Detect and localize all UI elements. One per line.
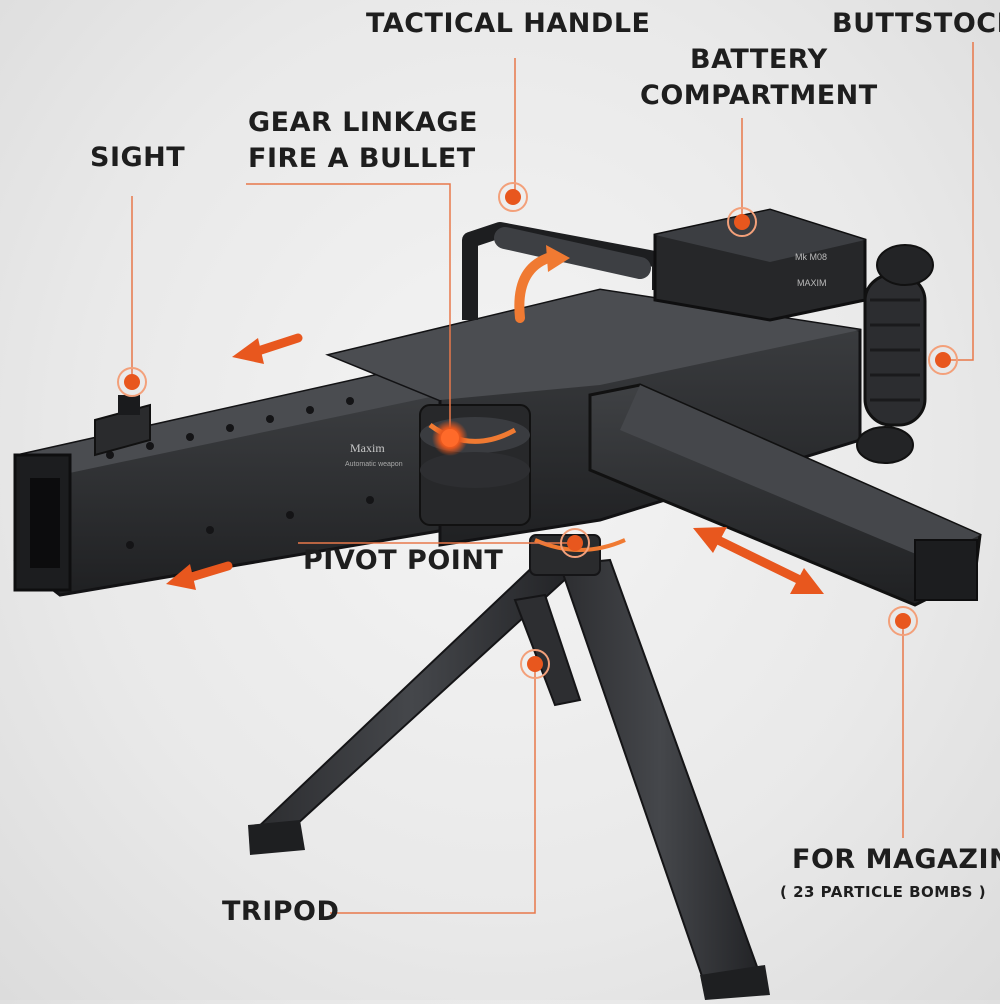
brand-text: Maxim [350,441,385,455]
rotate-arrow-icon [514,245,570,323]
marker-dot-icon [560,528,590,558]
marker-dot-icon [520,649,550,679]
label-gear-linkage: GEAR LINKAGE FIRE A BULLET [248,105,478,177]
label-battery-line-2: COMPARTMENT [640,80,878,111]
label-buttstock: BUTTSTOCK [832,8,1000,39]
marker-dot-icon [727,207,757,237]
arrow-left-icon [232,333,303,364]
leader-lines [131,42,974,914]
tripod [248,534,770,1000]
marker-dots [117,182,958,679]
leader-tripod [330,664,536,914]
label-tactical-handle: TACTICAL HANDLE [366,8,651,39]
magazine-rail [588,383,982,607]
arrow-left-icon [166,561,233,590]
marker-dot-icon [928,345,958,375]
plate-line-1: Mk M08 [795,252,827,262]
label-gear-line-2: FIRE A BULLET [248,143,476,174]
label-battery-compartment: BATTERY COMPARTMENT [640,42,878,114]
plate-line-2: MAXIM [797,278,827,288]
marker-dot-icon [432,420,468,456]
tripod-foot-right [700,965,770,1000]
brand-subline: Automatic weapon [345,461,403,468]
leader-gear [246,183,451,438]
label-for-magazine: FOR MAGAZINE [792,844,1000,875]
double-arrow-icon [693,527,824,594]
marker-dot-icon [498,182,528,212]
sight-block [94,395,151,457]
buttstock-grip [856,244,934,464]
label-gear-line-1: GEAR LINKAGE [248,107,478,138]
battery-compartment: Mk M08 MAXIM [653,208,867,322]
barrel-holes [106,397,374,549]
label-battery-line-1: BATTERY [690,44,828,75]
marker-dot-icon [117,367,147,397]
label-sight: SIGHT [90,142,186,173]
label-tripod: TRIPOD [222,896,340,927]
tripod-foot-left [248,820,305,855]
leader-buttstock [945,42,974,361]
tripod-leg-right [558,558,762,987]
label-particle-bombs: ( 23 PARTICLE BOMBS ) [780,883,987,901]
marker-dot-icon [888,606,918,636]
tripod-leg-back [513,593,582,707]
label-pivot-point: PIVOT POINT [303,545,504,576]
